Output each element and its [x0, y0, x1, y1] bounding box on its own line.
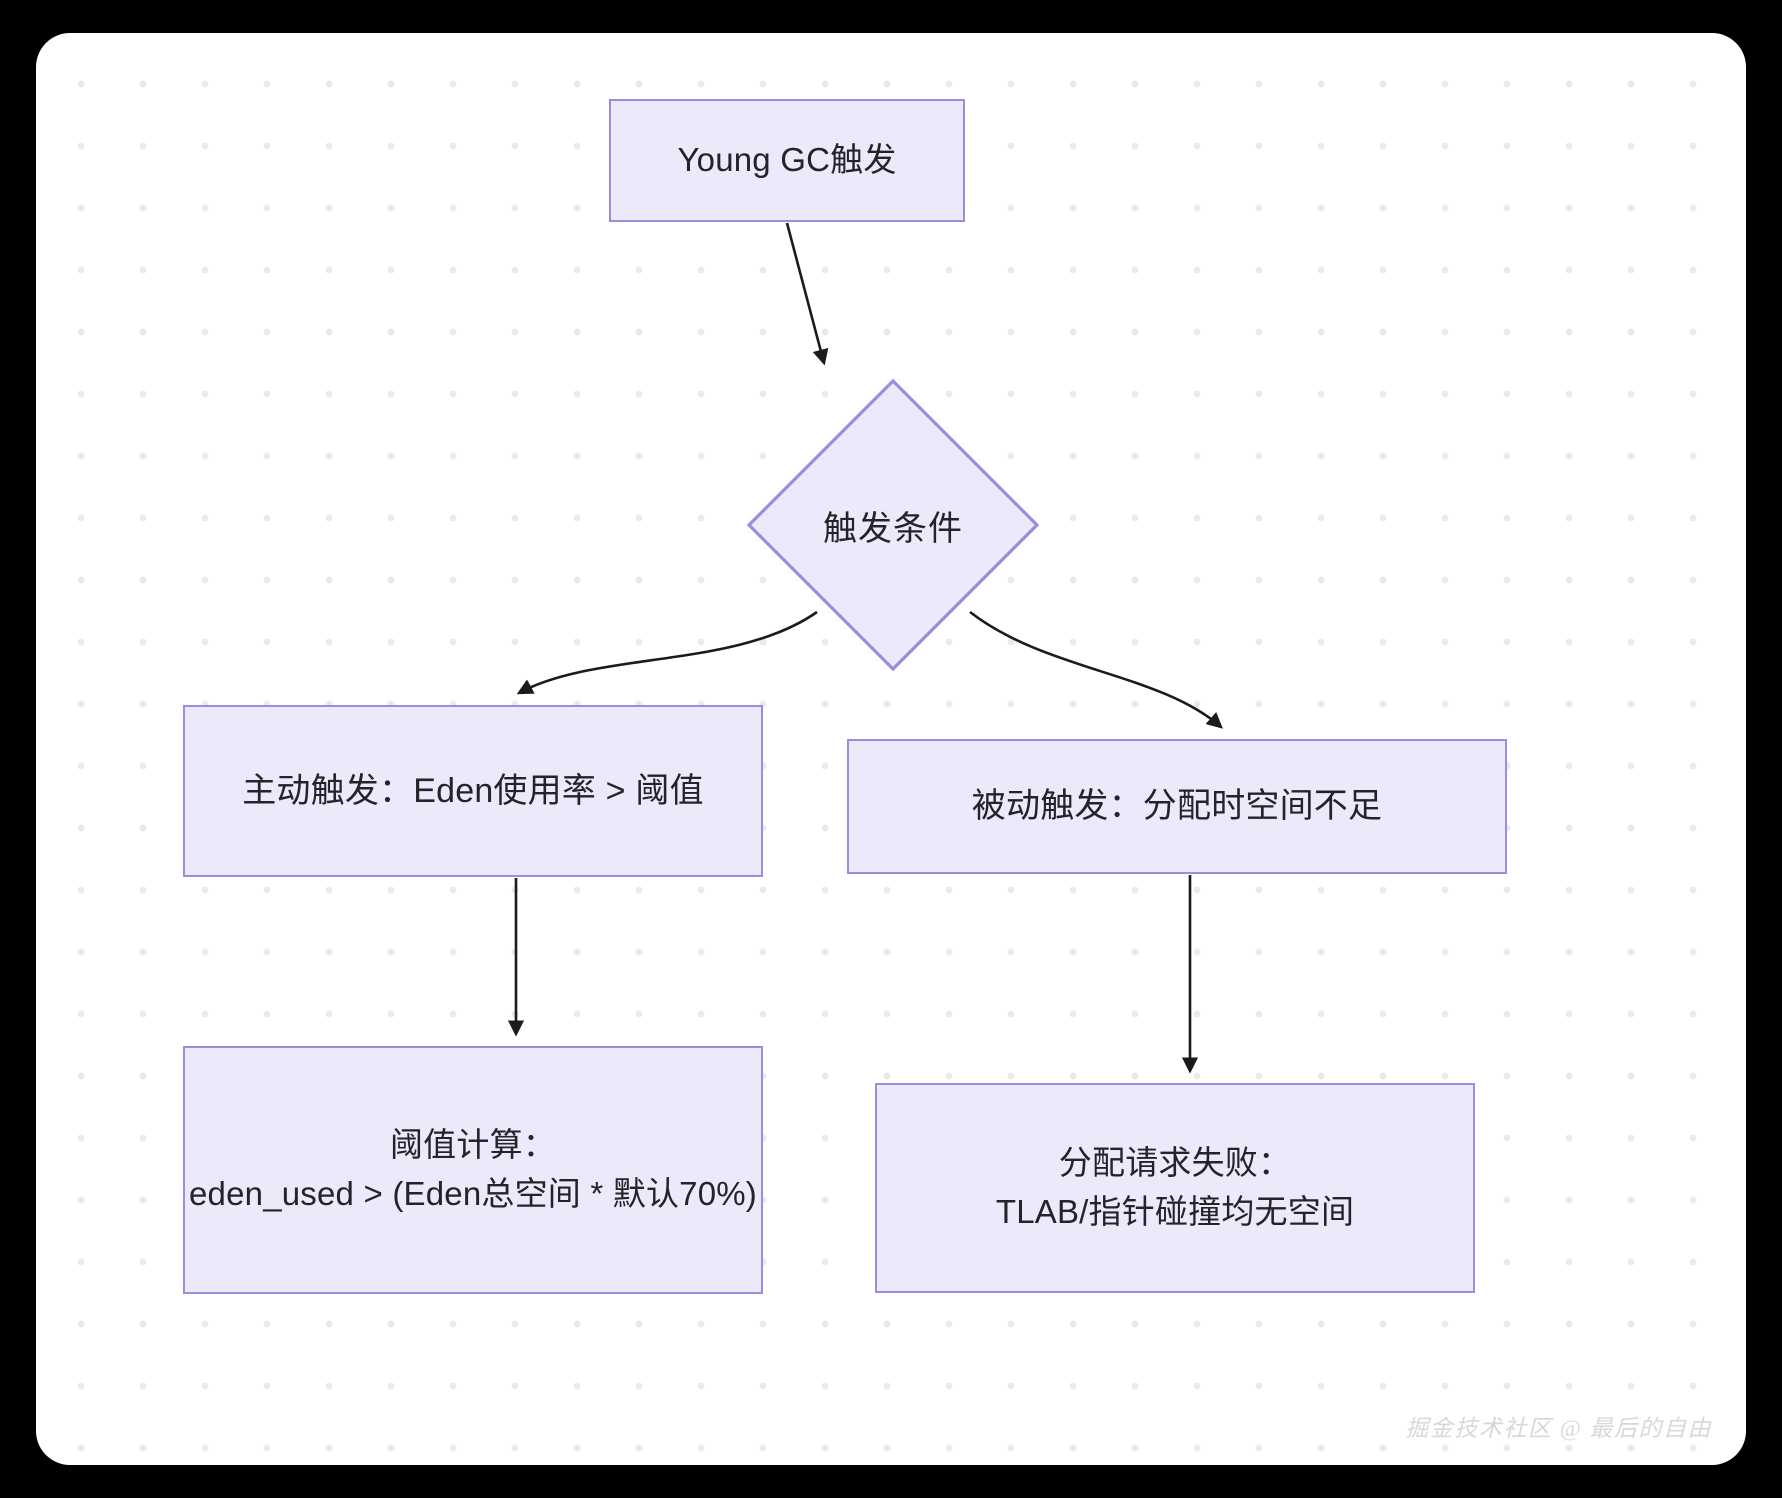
edge-start-to-decision — [785, 222, 829, 366]
node-trigger-condition-label: 触发条件 — [823, 509, 963, 548]
node-trigger-condition[interactable]: 触发条件 — [746, 378, 1040, 672]
node-passive-trigger[interactable]: 被动触发：分配时空间不足 — [847, 739, 1507, 874]
node-active-trigger[interactable]: 主动触发：Eden使用率 > 阈值 — [183, 705, 763, 877]
diamond-shape — [746, 378, 1040, 672]
node-threshold-calculation[interactable]: 阈值计算： eden_used > (Eden总空间 * 默认70%) — [183, 1046, 763, 1294]
watermark-text: 掘金技术社区 @ 最后的自由 — [1405, 1416, 1712, 1441]
node-allocation-failure[interactable]: 分配请求失败： TLAB/指针碰撞均无空间 — [875, 1083, 1475, 1293]
node-young-gc-trigger[interactable]: Young GC触发 — [609, 99, 965, 222]
diagram-canvas: Young GC触发 触发条件 主动触发：Eden使用率 > 阈值 被动触发：分… — [36, 33, 1746, 1465]
